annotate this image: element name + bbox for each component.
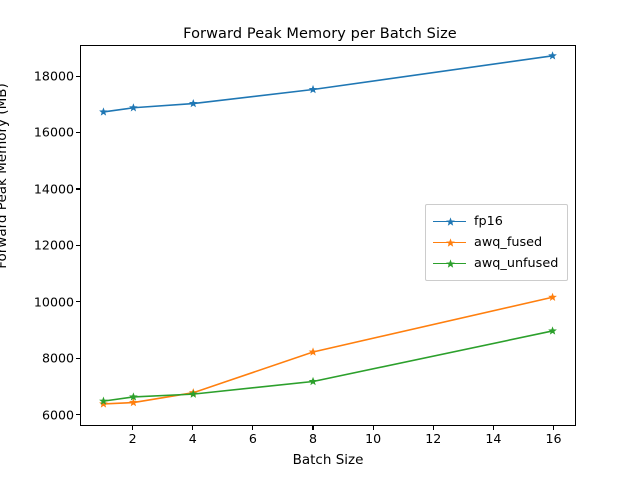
y-tick-label: 16000 — [33, 124, 74, 140]
y-tick-mark — [76, 301, 80, 303]
y-tick-mark — [76, 414, 80, 416]
x-tick-mark — [252, 426, 254, 430]
y-tick-mark — [76, 357, 80, 359]
x-tick-label: 6 — [248, 431, 257, 446]
data-point-marker — [548, 51, 557, 60]
plot-area — [80, 45, 576, 426]
x-tick-label: 8 — [308, 431, 317, 446]
y-axis-label: Forward Peak Memory (MB) — [0, 83, 10, 269]
y-tick-label: 12000 — [33, 237, 74, 253]
legend-item-awq_unfused[interactable]: awq_unfused — [433, 253, 558, 274]
chart-title: Forward Peak Memory per Batch Size — [183, 26, 457, 42]
y-tick-label: 6000 — [41, 407, 74, 423]
series-awq_fused — [99, 292, 557, 408]
series-line-fp16 — [103, 55, 553, 113]
x-tick-mark — [432, 426, 434, 430]
legend-item-awq_fused[interactable]: awq_fused — [433, 232, 558, 253]
x-tick-mark — [132, 426, 134, 430]
x-tick-label: 14 — [485, 431, 502, 446]
x-tick-mark — [492, 426, 494, 430]
legend-swatch-awq_fused — [433, 236, 466, 250]
x-axis-label: Batch Size — [292, 452, 364, 468]
data-point-marker — [548, 292, 557, 301]
data-point-marker — [129, 397, 138, 407]
series-fp16 — [99, 51, 557, 116]
series-awq_unfused — [99, 326, 557, 405]
star-icon — [446, 216, 455, 226]
legend-label: fp16 — [474, 214, 503, 229]
y-tick-label: 14000 — [33, 181, 74, 197]
series-line-awq_unfused — [103, 330, 553, 402]
data-point-marker — [99, 396, 108, 405]
x-tick-label: 4 — [188, 431, 197, 446]
data-point-marker — [188, 389, 198, 398]
x-tick-label: 2 — [128, 431, 137, 446]
chart-legend: fp16 awq_fused awq_unfused — [425, 204, 569, 281]
plot-svg — [99, 51, 557, 408]
legend-label: awq_fused — [474, 235, 543, 250]
data-point-marker — [308, 347, 318, 356]
y-tick-mark — [76, 244, 80, 246]
data-point-marker — [548, 326, 557, 335]
y-tick-mark — [76, 131, 80, 134]
y-tick-label: 18000 — [33, 68, 74, 84]
x-tick-mark — [372, 426, 374, 430]
y-tick-mark — [76, 75, 80, 77]
legend-item-fp16[interactable]: fp16 — [433, 211, 558, 232]
y-tick-label: 8000 — [41, 350, 74, 366]
data-point-marker — [129, 103, 138, 112]
series-line-awq_fused — [103, 296, 553, 405]
legend-label: awq_unfused — [474, 256, 559, 271]
data-point-marker — [129, 392, 138, 401]
y-tick-label: 10000 — [33, 294, 74, 310]
x-tick-label: 16 — [545, 431, 562, 446]
data-point-marker — [308, 376, 318, 386]
star-icon — [446, 258, 455, 268]
legend-swatch-fp16 — [433, 215, 466, 229]
legend-swatch-awq_unfused — [433, 257, 466, 271]
x-tick-label: 12 — [425, 431, 442, 446]
y-tick-mark — [76, 188, 80, 190]
data-point-marker — [99, 107, 108, 116]
x-tick-mark — [312, 426, 314, 430]
x-tick-mark — [552, 426, 555, 430]
data-point-marker — [99, 399, 108, 408]
data-point-marker — [188, 98, 198, 108]
star-icon — [446, 237, 455, 247]
x-tick-mark — [192, 426, 194, 430]
x-tick-label: 10 — [365, 431, 382, 446]
data-point-marker — [308, 84, 318, 94]
